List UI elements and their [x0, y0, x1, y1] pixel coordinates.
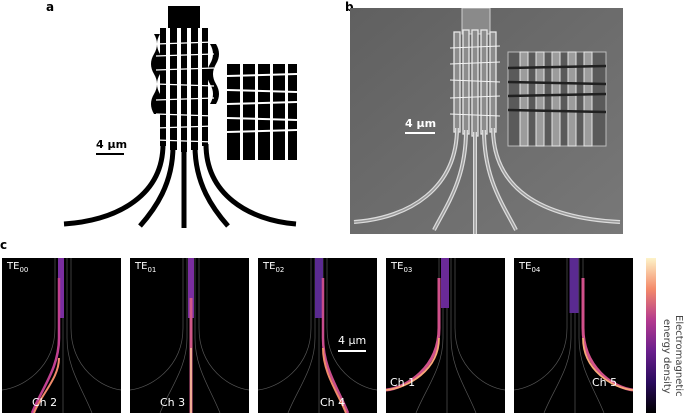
sem-image [350, 7, 623, 234]
channel-label-ch1: Ch 1 [390, 376, 416, 389]
scale-bar-label-c: 4 µm [338, 334, 367, 347]
field-map-te00 [2, 258, 121, 413]
field-panel-te02: TE02 Ch 4 4 µm [258, 258, 377, 413]
scale-bar-label-b: 4 µm [405, 117, 437, 130]
device-layout-diagram [63, 6, 298, 228]
colorbar [646, 258, 656, 413]
mode-label-te03: TE03 [391, 261, 413, 274]
channel-label-ch2: Ch 2 [32, 396, 58, 409]
sem-inset [507, 51, 607, 147]
panel-label-c: c [0, 238, 8, 252]
mode-label-te04: TE04 [519, 261, 541, 274]
channel-label-ch3: Ch 3 [160, 396, 186, 409]
channel-label-ch4: Ch 4 [320, 396, 346, 409]
panel-label-a: a [46, 0, 55, 14]
mode-label-te02: TE02 [263, 261, 285, 274]
field-map-te04 [514, 258, 633, 413]
field-panel-te01: TE01 Ch 3 [130, 258, 249, 413]
field-map-te01 [130, 258, 249, 413]
field-panel-te04: TE04 Ch 5 [514, 258, 633, 413]
field-map-te03 [386, 258, 505, 413]
mode-label-te00: TE00 [7, 261, 29, 274]
inset-zoom [226, 64, 298, 160]
field-panel-te00: TE00 Ch 2 [2, 258, 121, 413]
sem-device [350, 7, 623, 234]
field-panel-te03: TE03 Ch 1 [386, 258, 505, 413]
subwavelength-gaps [155, 41, 215, 143]
panel-label-b: b [345, 0, 354, 14]
scale-bar-c [338, 350, 366, 352]
output-waveguides [63, 143, 297, 228]
scale-bar-a [96, 153, 124, 155]
scale-bar-b [405, 132, 435, 134]
mode-label-te01: TE01 [135, 261, 157, 274]
optimized-region [151, 24, 219, 152]
scale-bar-label-a: 4 µm [96, 138, 128, 151]
field-map-te02 [258, 258, 377, 413]
input-waveguide [168, 6, 200, 28]
channel-label-ch5: Ch 5 [592, 376, 618, 389]
